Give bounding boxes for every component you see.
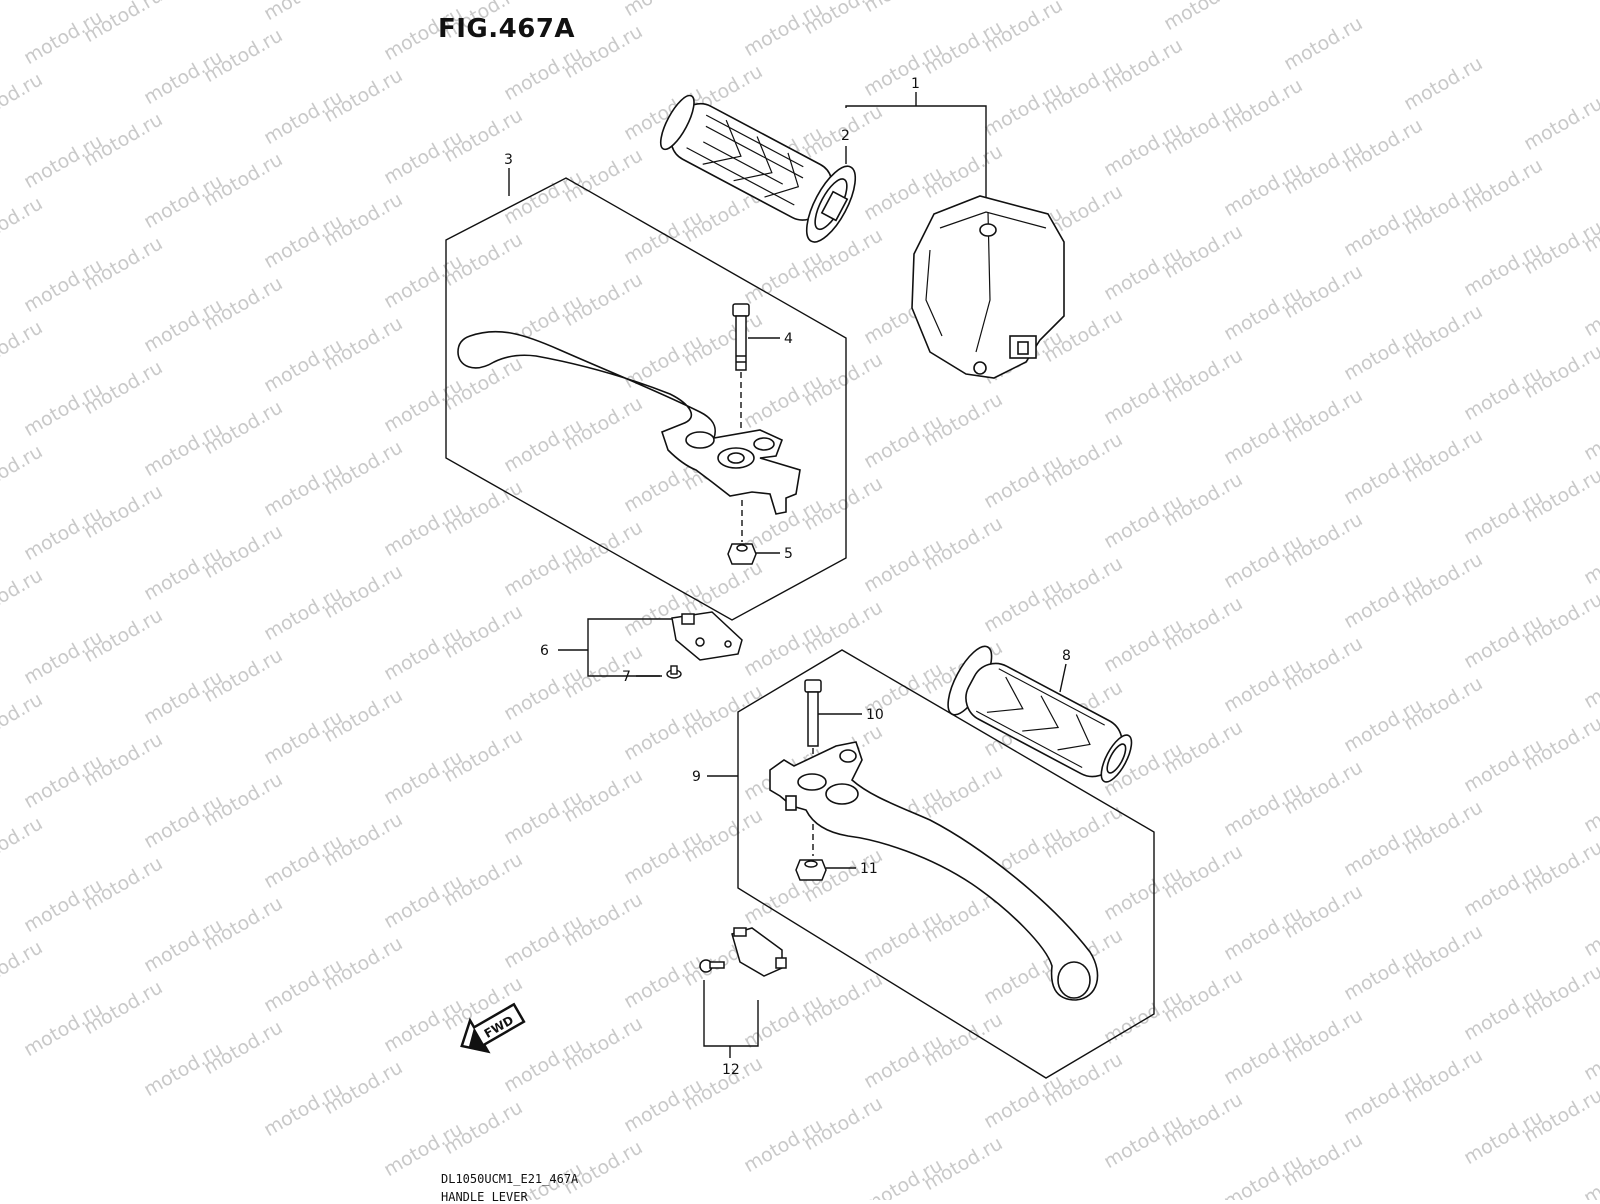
callout-6: 6 xyxy=(540,643,549,659)
callout-9: 9 xyxy=(692,769,701,785)
callout-4: 4 xyxy=(784,331,793,347)
bolt-part-4 xyxy=(732,303,750,371)
lever-group-box-9 xyxy=(737,649,1155,1079)
callout-12: 12 xyxy=(722,1062,740,1078)
left-grip-part-8 xyxy=(947,645,1133,783)
callout-3: 3 xyxy=(504,152,513,168)
nut-part-11 xyxy=(795,859,827,881)
brake-switch-part-6 xyxy=(671,611,743,661)
lever-group-box-3 xyxy=(445,177,847,621)
nut-part-5 xyxy=(727,543,757,565)
clutch-lever-part-9 xyxy=(769,741,1099,1001)
forward-direction-arrow: FWD xyxy=(460,1002,526,1054)
callout-1: 1 xyxy=(911,76,920,92)
leader-1 xyxy=(845,105,987,200)
leader-8 xyxy=(1059,663,1067,693)
callout-11: 11 xyxy=(860,861,878,877)
brake-lever-part-3 xyxy=(457,330,801,515)
callout-5: 5 xyxy=(784,546,793,562)
callout-7: 7 xyxy=(622,669,631,685)
callout-10: 10 xyxy=(866,707,884,723)
section-name: HANDLE LEVER xyxy=(441,1190,528,1204)
callout-labels: 1 2 3 4 5 6 7 8 9 10 11 12 xyxy=(504,76,1071,1078)
clutch-switch-part-12 xyxy=(699,927,787,977)
switch-housing-part-1 xyxy=(911,195,1065,379)
throttle-grip-part-2 xyxy=(659,94,857,243)
leader-6 xyxy=(587,618,682,677)
bolt-part-10 xyxy=(804,679,822,747)
callout-2: 2 xyxy=(841,128,850,144)
figure-title: FIG.467A xyxy=(438,14,576,44)
callout-8: 8 xyxy=(1062,648,1071,664)
leader-12 xyxy=(703,980,759,1047)
screw-part-7 xyxy=(666,665,682,679)
model-code: DL1050UCM1_E21_467A xyxy=(441,1172,579,1186)
